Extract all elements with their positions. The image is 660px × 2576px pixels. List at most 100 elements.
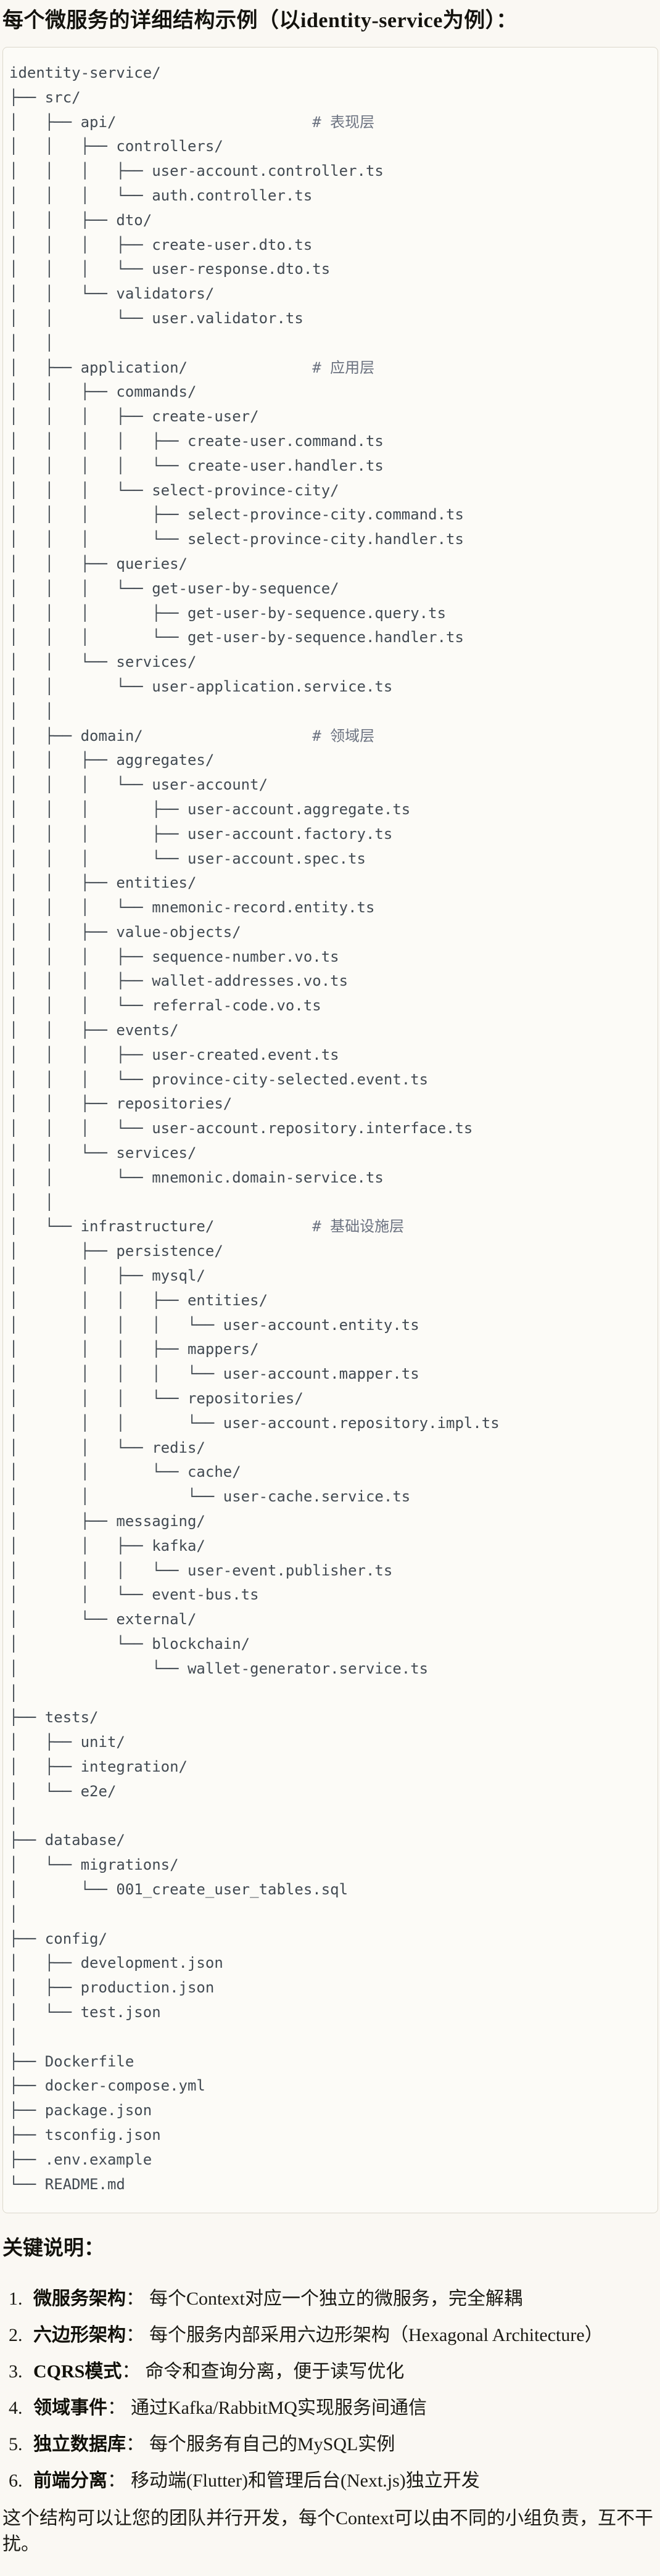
tree-line: ├── database/ (9, 1831, 125, 1849)
note-number: 6. (9, 2471, 23, 2491)
tree-line: │ (9, 2028, 19, 2046)
note-description: 每个服务内部采用六边形架构（Hexagonal Architecture） (149, 2325, 603, 2346)
tree-line: │ │ └── redis/ (9, 1439, 205, 1456)
tree-line: │ │ │ ├── entities/ (9, 1291, 268, 1309)
note-number: 5. (9, 2434, 23, 2455)
tree-line: │ │ │ └── user-account/ (9, 776, 268, 794)
tree-line: │ │ ├── repositories/ (9, 1095, 233, 1113)
tree-line: │ │ │ └── auth.controller.ts (9, 186, 313, 204)
note-term: 独立数据库 (33, 2434, 126, 2455)
tree-line: │ │ └── services/ (9, 653, 197, 671)
tree-line: │ │ │ ├── wallet-addresses.vo.ts (9, 972, 349, 990)
tree-line: │ │ └── user.validator.ts (9, 309, 303, 327)
tree-line: │ │ │ ├── select-province-city.command.t… (9, 506, 464, 524)
note-item: 3. CQRS模式：命令和查询分离，便于读写优化 (9, 2359, 660, 2384)
tree-line: └── README.md (9, 2175, 125, 2193)
tree-line: │ │ │ └── get-user-by-sequence/ (9, 579, 339, 597)
tree-line: │ │ ├── commands/ (9, 383, 197, 401)
tree-line: │ └── blockchain/ (9, 1635, 250, 1653)
tree-line: │ │ ├── kafka/ (9, 1537, 205, 1554)
tree-line: ├── .env.example (9, 2150, 152, 2168)
tree-line: │ ├── production.json (9, 1979, 215, 1997)
tree-line: │ │ └── user-application.service.ts (9, 677, 393, 695)
tree-line: │ └── migrations/ (9, 1856, 179, 1874)
tree-line: │ ├── api/ # 表现层 (9, 113, 375, 131)
tree-line: │ │ ├── events/ (9, 1022, 179, 1039)
note-term: CQRS模式 (33, 2361, 122, 2382)
tree-line: │ │ │ ├── user-account.controller.ts (9, 162, 384, 180)
tree-line: │ │ │ ├── user-account.factory.ts (9, 825, 393, 843)
note-description: 通过Kafka/RabbitMQ实现服务间通信 (131, 2398, 427, 2419)
tree-line: │ │ (9, 334, 54, 352)
tree-line: │ │ │ └── user-event.publisher.ts (9, 1561, 393, 1579)
tree-line: │ └── test.json (9, 2003, 161, 2021)
tree-line: │ │ │ ├── mappers/ (9, 1340, 259, 1358)
note-item: 2.六边形架构：每个服务内部采用六边形架构（Hexagonal Architec… (9, 2323, 660, 2348)
note-item: 1.微服务架构：每个Context对应一个独立的微服务，完全解耦 (9, 2287, 660, 2311)
note-number: 2. (9, 2325, 23, 2346)
tree-line: │ │ │ └── referral-code.vo.ts (9, 997, 321, 1015)
tree-line: │ │ └── services/ (9, 1144, 197, 1162)
tree-line: │ │ │ └── repositories/ (9, 1390, 303, 1408)
tree-line: │ │ └── mnemonic.domain-service.ts (9, 1168, 384, 1186)
note-description: 命令和查询分离，便于读写优化 (145, 2361, 405, 2382)
tree-comment-label: # 基础设施层 (312, 1218, 405, 1236)
tree-line: │ │ │ │ └── create-user.handler.ts (9, 456, 384, 474)
tree-line: │ │ ├── controllers/ (9, 138, 223, 155)
tree-line: │ │ │ └── select-province-city.handler.t… (9, 530, 464, 548)
tree-line: │ └── external/ (9, 1611, 197, 1629)
tree-line: │ │ │ └── user-response.dto.ts (9, 260, 331, 278)
tree-line: ├── Dockerfile (9, 2052, 134, 2070)
tree-line: │ │ └── user-cache.service.ts (9, 1488, 411, 1506)
tree-line: ├── docker-compose.yml (9, 2077, 205, 2095)
tree-line: │ │ │ └── select-province-city/ (9, 481, 339, 499)
tree-line: │ │ │ └── province-city-selected.event.t… (9, 1070, 429, 1088)
tree-line: │ └── wallet-generator.service.ts (9, 1659, 429, 1677)
note-item: 5.独立数据库：每个服务有自己的MySQL实例 (9, 2432, 660, 2457)
tree-line: ├── src/ (9, 88, 81, 106)
tree-line: │ (9, 1905, 19, 1923)
tree-line: │ │ │ ├── user-account.aggregate.ts (9, 800, 411, 818)
tree-line: │ │ (9, 702, 54, 720)
tree-line: │ │ └── validators/ (9, 285, 215, 303)
tree-line: │ │ └── cache/ (9, 1463, 241, 1481)
tree-line: │ │ │ └── user-account.spec.ts (9, 849, 366, 867)
tree-line: │ └── e2e/ (9, 1782, 117, 1800)
note-separator: ： (122, 2361, 141, 2382)
tree-comment-label: # 应用层 (312, 358, 375, 376)
tree-line: │ │ │ │ ├── create-user.command.ts (9, 432, 384, 450)
note-description: 每个Context对应一个独立的微服务，完全解耦 (149, 2289, 522, 2310)
tree-line: │ ├── messaging/ (9, 1513, 205, 1530)
tree-line: │ │ └── event-bus.ts (9, 1586, 259, 1604)
notes-list: 1.微服务架构：每个Context对应一个独立的微服务，完全解耦 2.六边形架构：… (2, 2287, 660, 2493)
tree-line: │ ├── integration/ (9, 1757, 188, 1775)
tree-line: │ │ │ └── mnemonic-record.entity.ts (9, 899, 375, 917)
note-number: 1. (9, 2289, 23, 2310)
tree-line: │ │ │ │ └── user-account.entity.ts (9, 1316, 419, 1334)
tree-line: ├── package.json (9, 2102, 152, 2120)
tree-line: │ │ │ ├── sequence-number.vo.ts (9, 947, 339, 965)
tree-line: │ ├── unit/ (9, 1733, 125, 1751)
notes-heading: 关键说明： (2, 2237, 104, 2260)
tree-comment-label: # 表现层 (312, 113, 375, 131)
tree-line: │ (9, 1807, 19, 1825)
note-item: 4.领域事件：通过Kafka/RabbitMQ实现服务间通信 (9, 2396, 660, 2421)
note-number: 3. (9, 2361, 23, 2382)
tree-line: │ ├── persistence/ (9, 1242, 223, 1260)
tree-line: │ (9, 1684, 19, 1702)
tree-line: identity-service/ (9, 64, 161, 81)
note-description: 移动端(Flutter)和管理后台(Next.js)独立开发 (131, 2471, 480, 2491)
tree-line: │ ├── domain/ # 领域层 (9, 727, 375, 745)
tree-line: │ │ ├── mysql/ (9, 1267, 205, 1285)
tree-line: │ │ (9, 1193, 54, 1211)
tree-comment-label: # 领域层 (312, 727, 375, 745)
tree-line: │ │ │ └── get-user-by-sequence.handler.t… (9, 629, 464, 646)
tree-line: │ │ │ ├── user-created.event.ts (9, 1046, 339, 1063)
note-separator: ： (126, 2289, 144, 2310)
tree-line: │ │ ├── entities/ (9, 874, 197, 892)
note-separator: ： (126, 2325, 144, 2346)
tree-line: │ │ │ │ └── user-account.mapper.ts (9, 1365, 419, 1383)
note-item: 6.前端分离：移动端(Flutter)和管理后台(Next.js)独立开发 (9, 2469, 660, 2493)
closing-paragraph: 这个结构可以让您的团队并行开发，每个Context可以由不同的小组负责，互不干扰… (2, 2508, 653, 2555)
